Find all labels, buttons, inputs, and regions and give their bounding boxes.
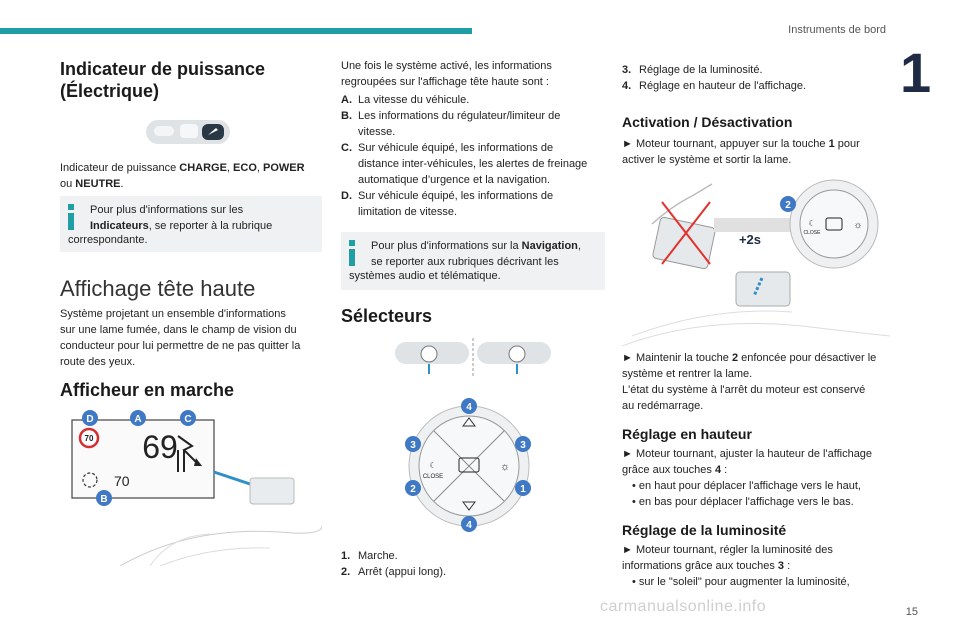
watermark: carmanualsonline.info (600, 598, 767, 615)
running-header: Instruments de bord (788, 24, 886, 36)
info-box-navigation: Pour plus d'informations sur la Navigati… (341, 232, 605, 290)
list-item-d: D. Sur véhicule équipé, les informations… (341, 190, 554, 218)
hud-display-image: 70 69 70 D A C B (71, 410, 322, 566)
power-indicator-text: Indicateur de puissance CHARGE, ECO, POW… (60, 162, 305, 190)
steering-wheel-image (395, 338, 551, 378)
brightness-bullet-up: • sur le "soleil" pour augmenter la lumi… (632, 576, 850, 588)
list-item-a: A.La vitesse du véhicule. (341, 94, 470, 106)
info-box-indicators-line3: correspondante. (68, 234, 148, 246)
section-title-height: Réglage en hauteur (622, 426, 752, 442)
speed-value: 69 (142, 429, 178, 465)
label-b-badge: B (96, 490, 112, 506)
list-item-4: 4.Réglage en hauteur de l'affichage. (622, 80, 807, 92)
list-item-1: 1.Marche. (341, 550, 398, 562)
section-title-display-on: Afficheur en marche (60, 380, 235, 400)
list-item-3: 3.Réglage de la luminosité. (622, 64, 763, 76)
chapter-number: 1 (900, 41, 932, 104)
header-accent-bar (0, 28, 472, 34)
svg-text:☼: ☼ (853, 220, 862, 231)
hud-intro: Une fois le système activé, les informat… (341, 60, 552, 88)
info-box-navigation-line3: systèmes audio et télématique. (349, 270, 501, 282)
badge-1: 1 (515, 480, 531, 496)
badge-4-top: 4 (461, 398, 477, 414)
svg-text:D: D (86, 414, 93, 425)
label-d-badge: D (82, 410, 98, 426)
section-title-selectors: Sélecteurs (341, 306, 433, 326)
moon-icon: ☾ (429, 461, 436, 470)
svg-text:4: 4 (466, 402, 472, 413)
badge-2-activation: 2 (780, 196, 796, 212)
height-text: ► Moteur tournant, ajuster la hauteur de… (622, 448, 873, 476)
badge-3-right: 3 (515, 436, 531, 452)
info-icon (68, 204, 74, 230)
hold-2s-label: +2s (739, 232, 761, 247)
speed-limit-value: 70 (85, 434, 94, 443)
list-item-c: C. Sur véhicule équipé, les informations… (341, 142, 588, 186)
height-bullet-up: • en haut pour déplacer l'affichage vers… (632, 480, 861, 492)
badge-2: 2 (405, 480, 421, 496)
label-a-badge: A (130, 410, 146, 426)
sun-icon: ☼ (500, 461, 510, 473)
svg-text:A: A (134, 414, 141, 425)
list-item-b: B. Les informations du régulateur/limite… (341, 110, 561, 138)
deactivation-image: +2s ☾ CLOSE ☼ 2 (622, 179, 890, 346)
svg-text:B: B (100, 494, 107, 505)
badge-4-bottom: 4 (461, 516, 477, 532)
section-title-brightness: Réglage de la luminosité (622, 522, 787, 538)
hud-description: Système projetant un ensemble d'informat… (60, 308, 301, 368)
svg-text:3: 3 (520, 440, 526, 451)
svg-text:3: 3 (410, 440, 416, 451)
brightness-text: ► Moteur tournant, régler la luminosité … (622, 544, 833, 572)
list-item-2: 2.Arrêt (appui long). (341, 566, 447, 578)
hold-text: ► Maintenir la touche 2 enfoncée pour dé… (622, 352, 877, 412)
svg-text:1: 1 (520, 484, 526, 495)
svg-text:☾: ☾ (808, 219, 815, 228)
info-icon (349, 240, 355, 266)
height-bullet-down: • en bas pour déplacer l'affichage vers … (632, 496, 854, 508)
activation-text: ► Moteur tournant, appuyer sur la touche… (622, 138, 860, 166)
section-title-activation: Activation / Désactivation (622, 114, 793, 130)
selector-knob-diagram: ☾ CLOSE ☼ 4 3 3 2 1 4 (405, 398, 531, 532)
svg-text:CLOSE: CLOSE (423, 474, 443, 480)
svg-text:C: C (184, 414, 191, 425)
svg-text:2: 2 (785, 200, 791, 211)
page-number: 15 (905, 606, 918, 618)
badge-3-left: 3 (405, 436, 421, 452)
label-c-badge: C (180, 410, 196, 426)
section-title-power: Indicateur de puissance(Électrique) (60, 59, 266, 101)
section-title-hud: Affichage tête haute (60, 276, 256, 301)
svg-text:4: 4 (466, 520, 472, 531)
svg-text:2: 2 (410, 484, 416, 495)
svg-text:CLOSE: CLOSE (804, 230, 822, 236)
info-box-indicators: Pour plus d'informations sur les Indicat… (60, 196, 322, 252)
power-indicator-image (146, 120, 230, 144)
cruise-value: 70 (114, 473, 130, 489)
